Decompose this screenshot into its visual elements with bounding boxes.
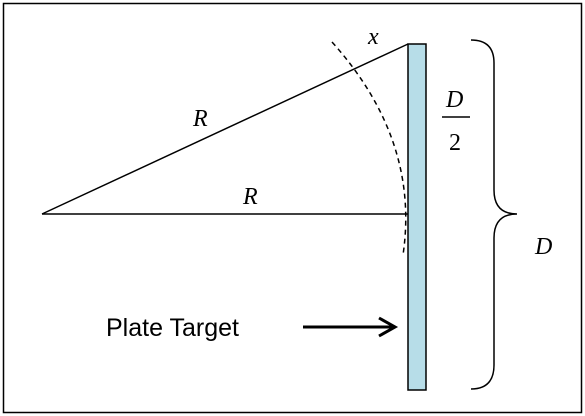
- arc-dashed: [331, 41, 407, 256]
- label-full-width: D: [534, 234, 552, 260]
- label-half-width-numerator: D: [445, 87, 463, 113]
- label-radius-upper: R: [192, 106, 208, 132]
- label-sagitta: x: [367, 24, 379, 50]
- plate-target: [407, 43, 427, 391]
- radius-line-upper: [41, 43, 409, 215]
- label-plate-target: Plate Target: [106, 314, 239, 342]
- label-half-width-denominator: 2: [449, 130, 461, 156]
- target-arrow-head: [378, 316, 399, 338]
- curly-brace: [470, 39, 518, 390]
- label-radius-lower: R: [242, 184, 258, 210]
